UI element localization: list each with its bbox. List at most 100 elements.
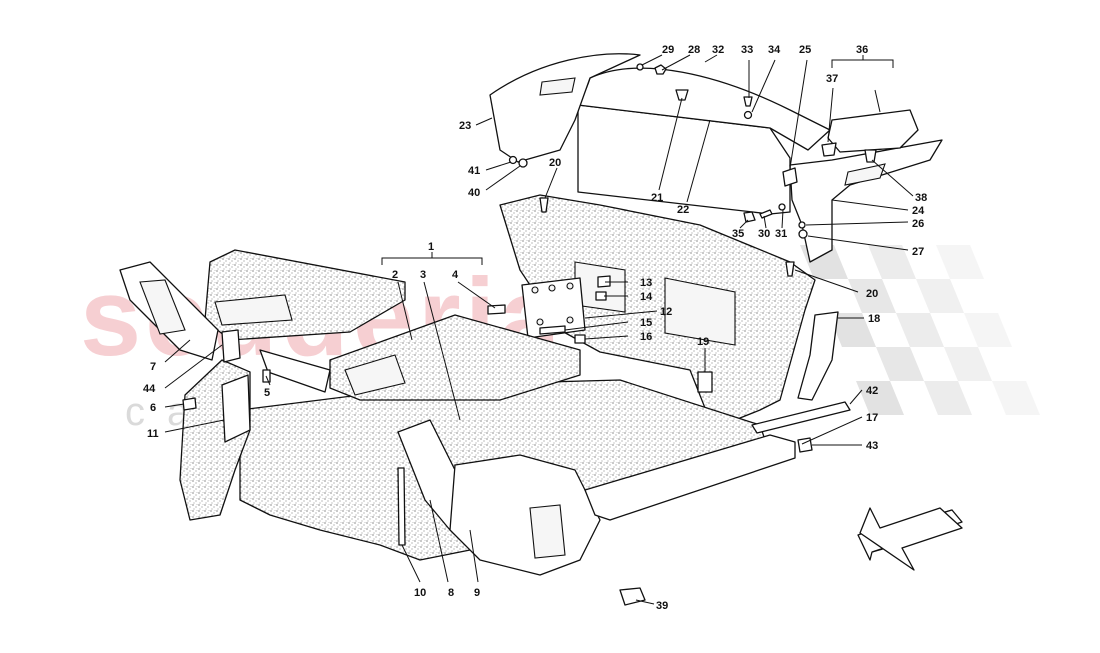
- side-trim-44: [221, 329, 241, 363]
- callout-36: 36: [856, 44, 868, 56]
- checker-square: [936, 245, 984, 279]
- clip-38: [864, 149, 877, 163]
- bulkhead-window-right: [664, 277, 736, 346]
- nut-26: [798, 221, 806, 229]
- callout-9: 9: [474, 587, 480, 599]
- callout-1: 1: [428, 241, 434, 253]
- callout-12: 12: [660, 306, 672, 318]
- callout-24: 24: [912, 205, 925, 217]
- callout-41: 41: [468, 165, 480, 177]
- callout-17: 17: [866, 412, 878, 424]
- nut-28: [654, 64, 667, 75]
- leader-lines: [164, 54, 914, 605]
- checker-square: [944, 347, 992, 381]
- nut-29: [636, 63, 644, 71]
- callout-30: 30: [758, 228, 770, 240]
- plate-hole: [536, 318, 544, 326]
- checker-square: [924, 381, 972, 415]
- callout-18: 18: [868, 313, 880, 325]
- screw-10: [397, 467, 406, 546]
- washer-16: [574, 334, 586, 344]
- callout-21: 21: [651, 192, 663, 204]
- callout-34: 34: [768, 44, 781, 56]
- callout-3: 3: [420, 269, 426, 281]
- callout-31: 31: [775, 228, 787, 240]
- callout-20-upper: 20: [549, 157, 561, 169]
- callout-26: 26: [912, 218, 924, 230]
- washer-40: [518, 158, 528, 168]
- clip-21: [675, 89, 689, 101]
- callout-29: 29: [662, 44, 674, 56]
- tunnel-cover-recess: [529, 504, 566, 559]
- callout-42: 42: [866, 385, 878, 397]
- plate-hole: [548, 284, 556, 292]
- checker-square: [916, 279, 964, 313]
- callout-22: 22: [677, 204, 689, 216]
- callout-4: 4: [452, 269, 459, 281]
- callout-6: 6: [150, 402, 156, 414]
- callout-38: 38: [915, 192, 927, 204]
- callout-11: 11: [147, 428, 159, 440]
- screw-15: [539, 325, 566, 335]
- washer-14: [595, 291, 607, 301]
- right-sill-trim-17: [584, 434, 796, 521]
- checker-square: [856, 381, 904, 415]
- clip-35: [743, 211, 756, 223]
- washer-27: [798, 229, 808, 239]
- callout-23: 23: [459, 120, 471, 132]
- checker-square: [876, 347, 924, 381]
- callout-43: 43: [866, 440, 878, 452]
- front-direction-arrow-icon: [857, 507, 963, 571]
- plate-hole: [531, 286, 539, 294]
- clip-37: [821, 142, 837, 157]
- callout-labels: 1 2 3 4 5 6 7 8 9 10 11 12 13 14 15 16 1…: [143, 44, 927, 612]
- callout-19: 19: [697, 336, 709, 348]
- sill-strip-42: [751, 401, 851, 434]
- right-upper-trim-vent: [844, 163, 886, 186]
- nut-41: [508, 155, 518, 165]
- plate-hole: [566, 316, 574, 324]
- washer-31: [778, 203, 786, 211]
- callout-40: 40: [468, 187, 480, 199]
- clip-33: [743, 96, 753, 107]
- clip-6: [182, 397, 197, 411]
- callout-16: 16: [640, 331, 652, 343]
- kick-panel-grille: [139, 279, 186, 335]
- mat-heel-pad: [344, 354, 406, 396]
- callout-14: 14: [640, 291, 653, 303]
- plate-hole: [566, 282, 574, 290]
- checker-square: [896, 313, 944, 347]
- fastener-20-upper: [539, 197, 549, 213]
- callout-7: 7: [150, 361, 156, 373]
- callout-44: 44: [143, 383, 156, 395]
- checker-square: [964, 313, 1012, 347]
- callout-27: 27: [912, 246, 924, 258]
- callout-32: 32: [712, 44, 724, 56]
- b-pillar-trim-18: [797, 311, 839, 401]
- callout-25: 25: [799, 44, 811, 56]
- fastener-25: [782, 167, 798, 187]
- callout-39: 39: [656, 600, 668, 612]
- support-19: [697, 371, 713, 393]
- left-upper-trim-vent: [539, 77, 576, 96]
- callout-2: 2: [392, 269, 398, 281]
- callout-8: 8: [448, 587, 454, 599]
- callout-20-lower: 20: [866, 288, 878, 300]
- rear-bulkhead-carpet: [499, 194, 816, 421]
- callout-33: 33: [741, 44, 753, 56]
- left-sill-trim: [259, 349, 331, 393]
- fastener-13: [597, 275, 611, 288]
- left-upper-side-trim: [489, 53, 641, 163]
- checker-square: [828, 313, 876, 347]
- callout-28: 28: [688, 44, 700, 56]
- callout-37: 37: [826, 73, 838, 85]
- rear-cover-36: [827, 109, 919, 153]
- fastener-20-lower: [785, 261, 795, 277]
- watermark-checker-pattern: [800, 245, 1040, 415]
- callout-5: 5: [264, 387, 270, 399]
- callout-13: 13: [640, 277, 652, 289]
- screw-30: [759, 209, 773, 219]
- floor-carpet-assembly: [119, 249, 851, 606]
